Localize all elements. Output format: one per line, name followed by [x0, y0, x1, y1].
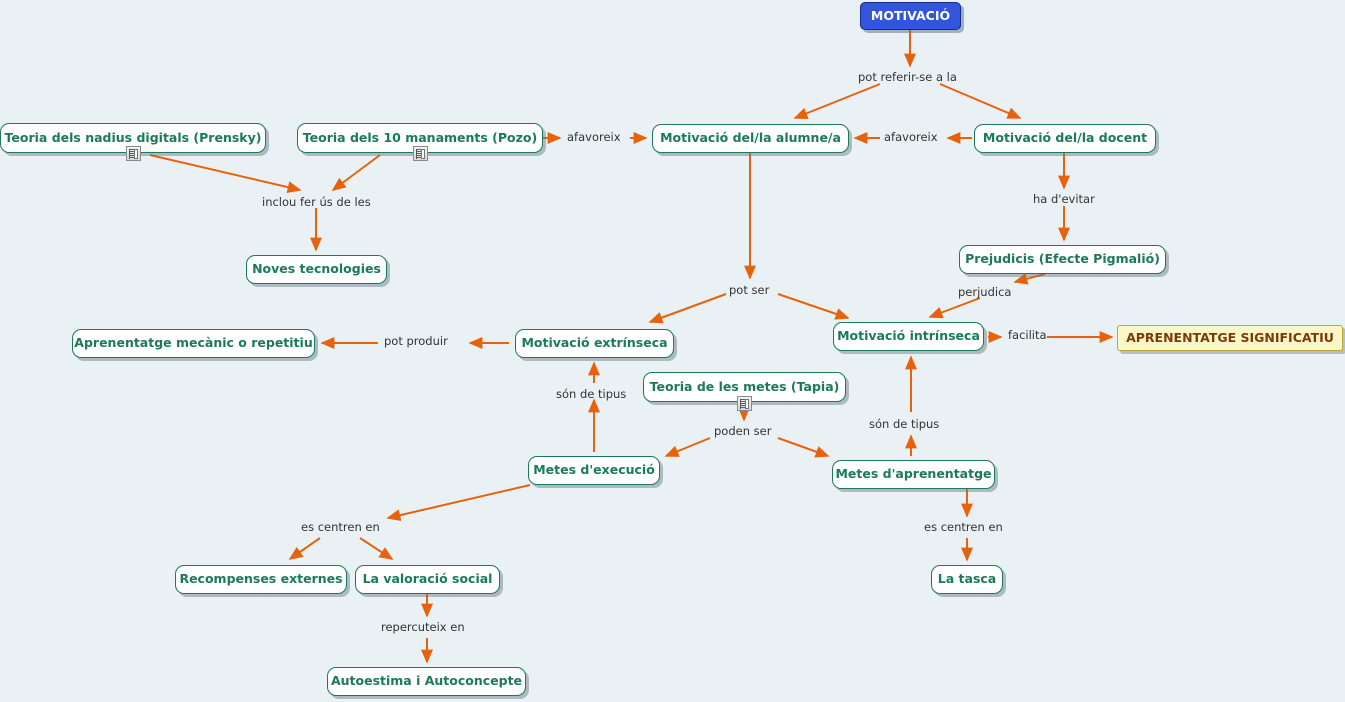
node-label: Metes d'aprenentatge — [835, 466, 992, 482]
node-label: Teoria dels 10 manaments (Pozo) — [302, 129, 538, 145]
edge-label-ha-devitar: ha d'evitar — [1033, 192, 1095, 206]
node-motivacio[interactable]: MOTIVACIÓ — [860, 2, 961, 30]
node-label: Motivació del/la alumne/a — [660, 130, 841, 146]
edge-label-pot-referir-se-a-la: pot referir-se a la — [858, 70, 957, 84]
node-recompenses-externes[interactable]: Recompenses externes — [175, 565, 347, 594]
resource-icon[interactable] — [126, 146, 141, 161]
node-metes-aprenentatge[interactable]: Metes d'aprenentatge — [832, 460, 995, 489]
node-label: Motivació intrínseca — [837, 328, 980, 344]
resource-icon[interactable] — [413, 146, 428, 161]
node-label: Motivació del/la docent — [982, 130, 1148, 146]
edge-label-son-de-tipus-right: són de tipus — [869, 417, 940, 431]
node-label: MOTIVACIÓ — [870, 7, 951, 23]
node-motivacio-extrinseca[interactable]: Motivació extrínseca — [515, 329, 674, 358]
node-label: Motivació extrínseca — [521, 335, 668, 351]
node-valoracio-social[interactable]: La valoració social — [355, 565, 500, 594]
node-label: APRENENTATGE SIGNIFICATIU — [1126, 329, 1334, 345]
resource-icon[interactable] — [737, 396, 752, 411]
node-noves-tecnologies[interactable]: Noves tecnologies — [246, 255, 387, 284]
node-motivacio-intrinseca[interactable]: Motivació intrínseca — [833, 322, 984, 351]
edge-label-facilita: facilita — [1008, 328, 1047, 342]
node-label: Aprenentatge mecànic o repetitiu — [74, 335, 313, 351]
node-label: La tasca — [937, 571, 997, 587]
node-motivacio-docent[interactable]: Motivació del/la docent — [974, 124, 1156, 153]
node-aprenentatge-significatiu[interactable]: APRENENTATGE SIGNIFICATIU — [1117, 325, 1343, 351]
node-aprenentatge-mecanic[interactable]: Aprenentatge mecànic o repetitiu — [72, 329, 315, 358]
node-label: Metes d'execució — [533, 462, 655, 478]
node-metes-execucio[interactable]: Metes d'execució — [528, 456, 660, 485]
edge-label-repercuteix-en: repercuteix en — [381, 620, 465, 634]
edge-label-pot-produir: pot produir — [384, 334, 448, 348]
node-label: La valoració social — [362, 571, 493, 587]
node-label: Autoestima i Autoconcepte — [330, 673, 523, 689]
node-prejudicis[interactable]: Prejudicis (Efecte Pigmalió) — [959, 245, 1166, 274]
edge-label-afavoreix-left: afavoreix — [567, 130, 621, 144]
edge-label-pot-ser: pot ser — [729, 283, 770, 297]
edge-label-inclou-fer-us-de-les: inclou fer ús de les — [262, 195, 371, 209]
edge-label-poden-ser: poden ser — [714, 424, 772, 438]
node-label: Recompenses externes — [179, 571, 343, 587]
node-label: Prejudicis (Efecte Pigmalió) — [965, 251, 1160, 267]
node-teoria-metes-tapia[interactable]: Teoria de les metes (Tapia) — [643, 372, 846, 402]
edge-label-perjudica: perjudica — [958, 285, 1012, 299]
node-autoestima-autoconcepte[interactable]: Autoestima i Autoconcepte — [327, 667, 526, 696]
node-label: Teoria de les metes (Tapia) — [649, 378, 840, 394]
node-label: Noves tecnologies — [252, 261, 381, 277]
node-motivacio-alumne[interactable]: Motivació del/la alumne/a — [652, 124, 849, 153]
node-la-tasca[interactable]: La tasca — [931, 565, 1003, 594]
edge-label-afavoreix-right: afavoreix — [884, 130, 938, 144]
edge-label-es-centren-en-left: es centren en — [301, 520, 380, 534]
node-label: Teoria dels nadius digitals (Prensky) — [4, 129, 262, 145]
edge-label-son-de-tipus-left: són de tipus — [556, 387, 627, 401]
edge-label-es-centren-en-right: es centren en — [924, 520, 1003, 534]
